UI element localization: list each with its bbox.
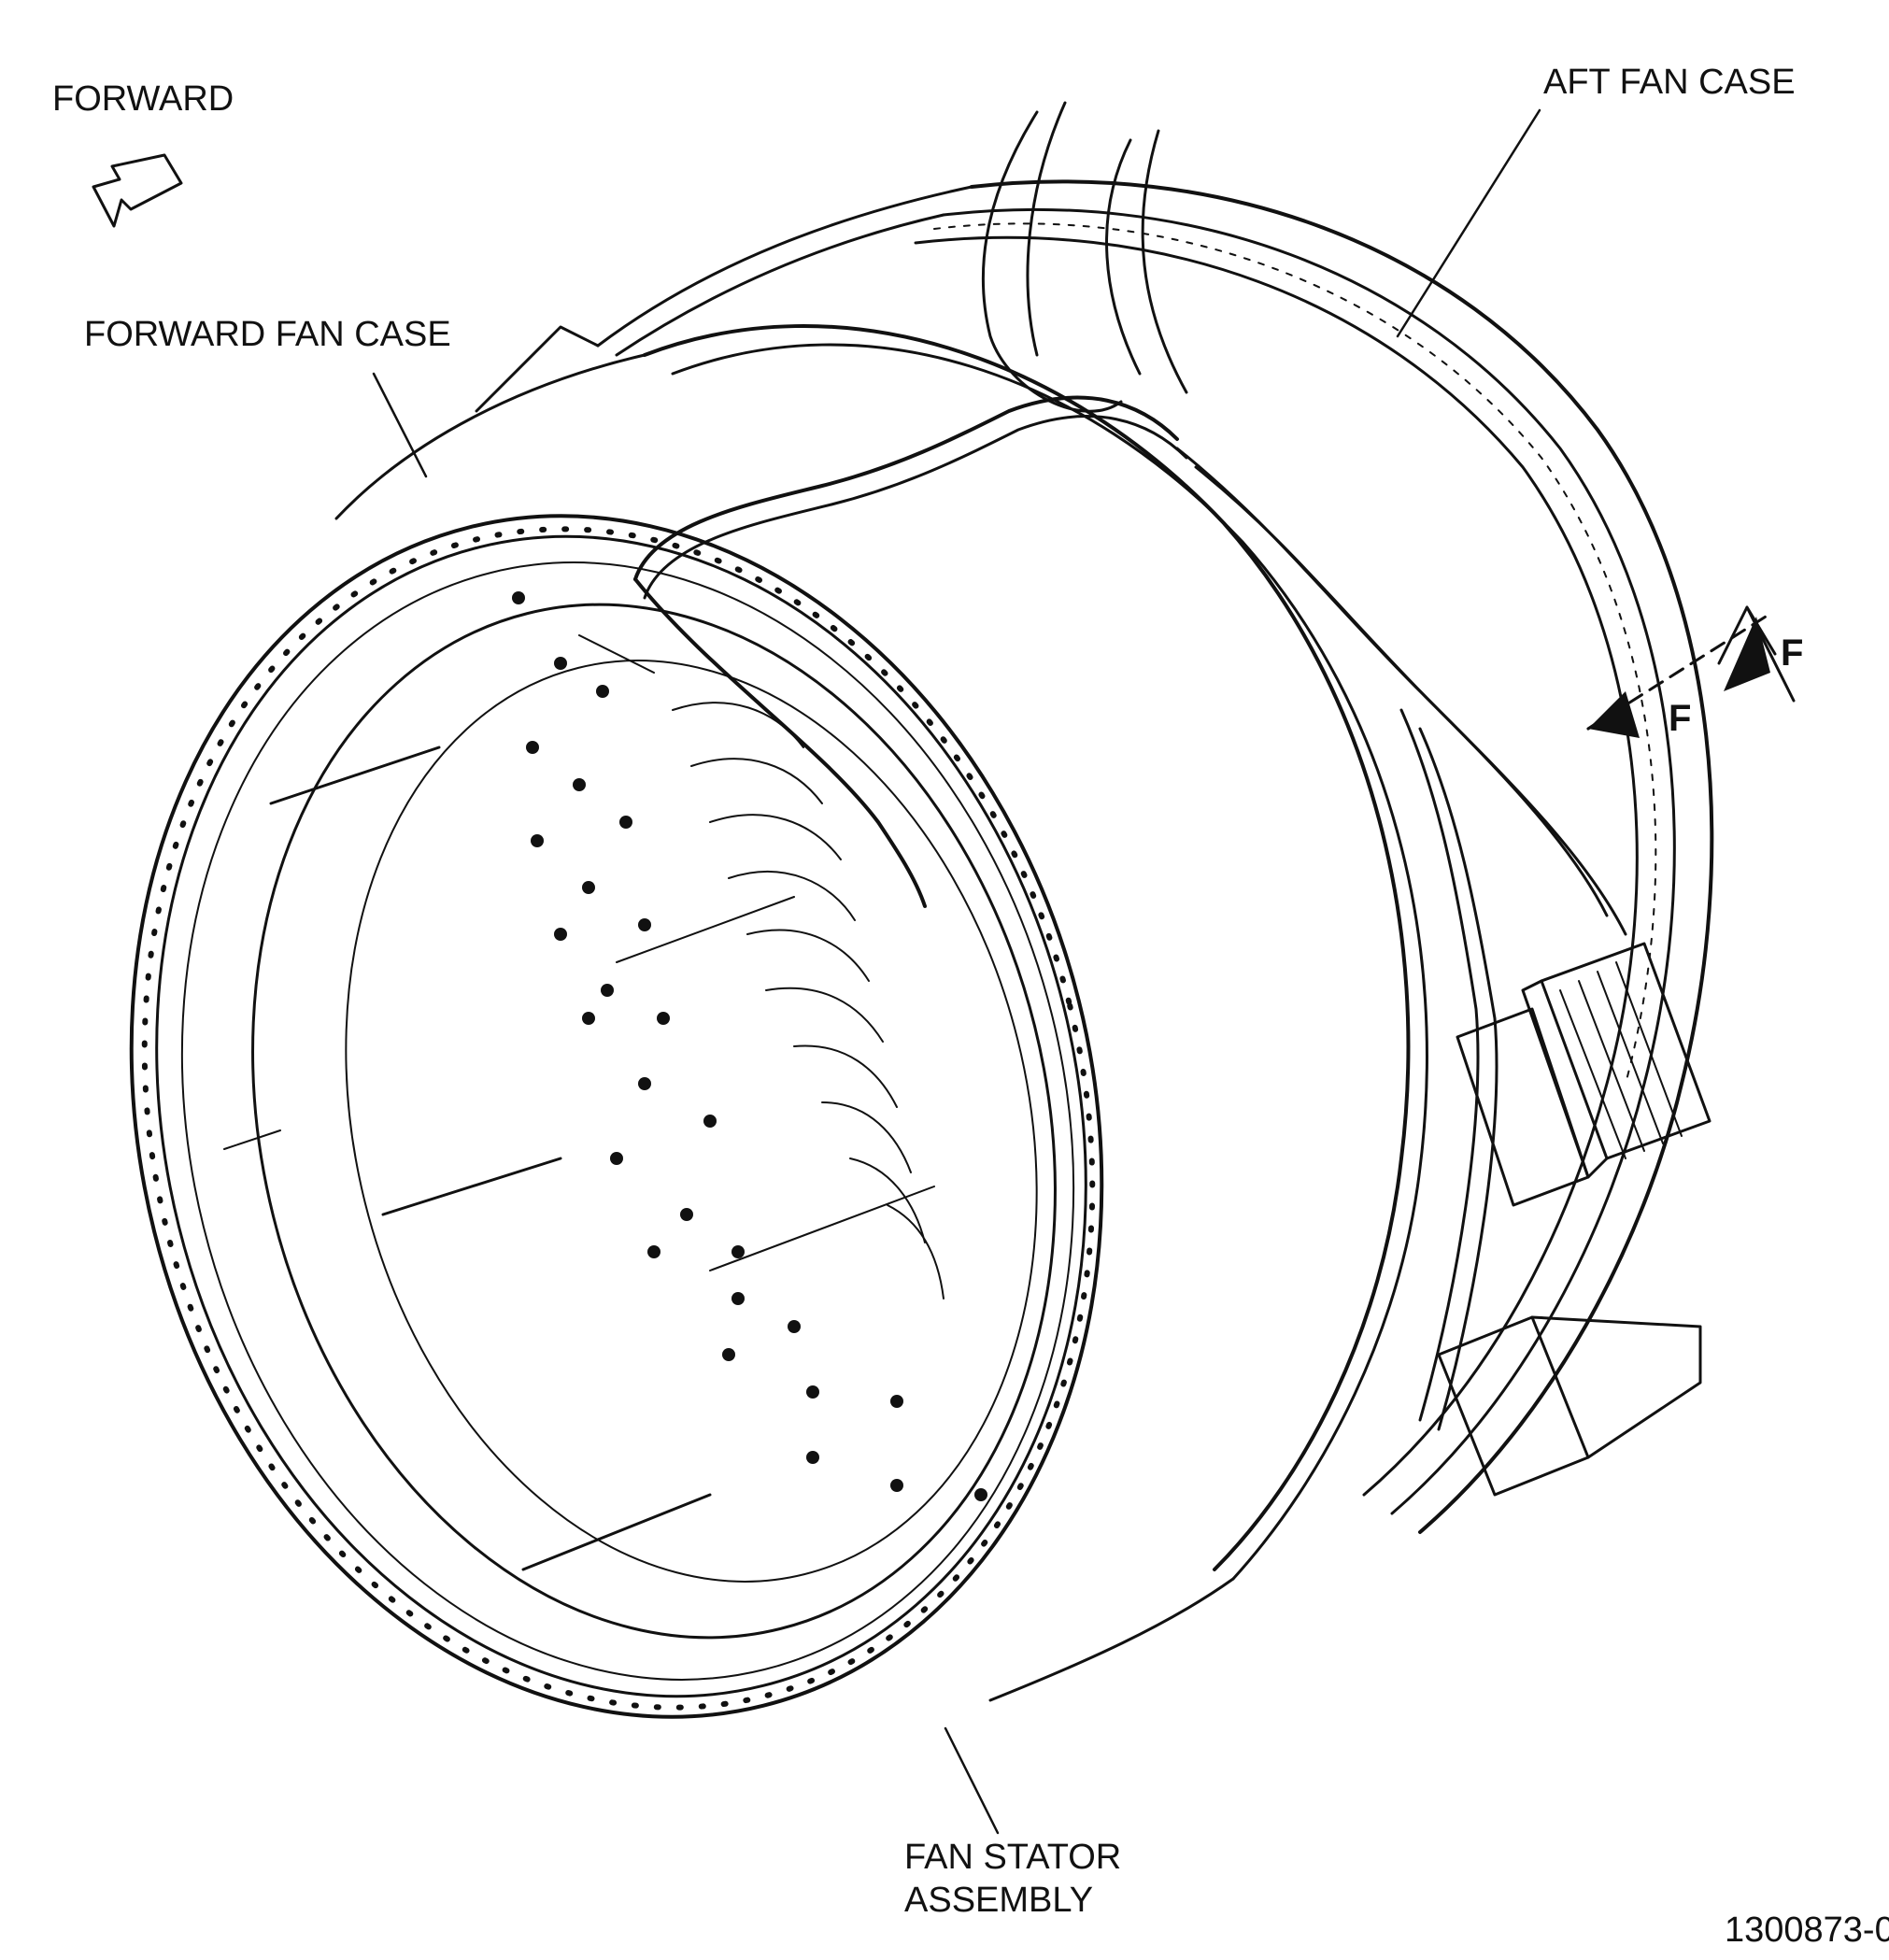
view-marker-label-2: F (1669, 698, 1691, 739)
fan-stator-label-line2: ASSEMBLY (904, 1881, 1093, 1920)
aft-fan-case (596, 179, 1714, 1534)
view-arrow-icon-2 (1588, 691, 1640, 738)
leader-lines (372, 108, 1541, 1835)
inner-liner (223, 591, 1057, 1640)
fan-stator-label-line1: FAN STATOR (904, 1838, 1121, 1877)
forward-fan-case (334, 323, 1428, 1702)
view-arrow-icon (1724, 617, 1770, 691)
figure-number: 1300873-00 (1725, 1910, 1889, 1950)
accessory-box (1437, 942, 1711, 1497)
view-marker-label: F (1781, 632, 1803, 674)
forward-arrow-icon (92, 153, 183, 228)
forward-label: FORWARD (52, 79, 234, 119)
tube-harness (633, 101, 1627, 1431)
aft-fan-case-label: AFT FAN CASE (1543, 63, 1796, 102)
stator-vanes (672, 702, 944, 1300)
front-flange-ring (129, 514, 1104, 1719)
forward-fan-case-label: FORWARD FAN CASE (84, 315, 451, 354)
section-view-marker (1586, 605, 1796, 738)
liner-holes (512, 591, 987, 1501)
